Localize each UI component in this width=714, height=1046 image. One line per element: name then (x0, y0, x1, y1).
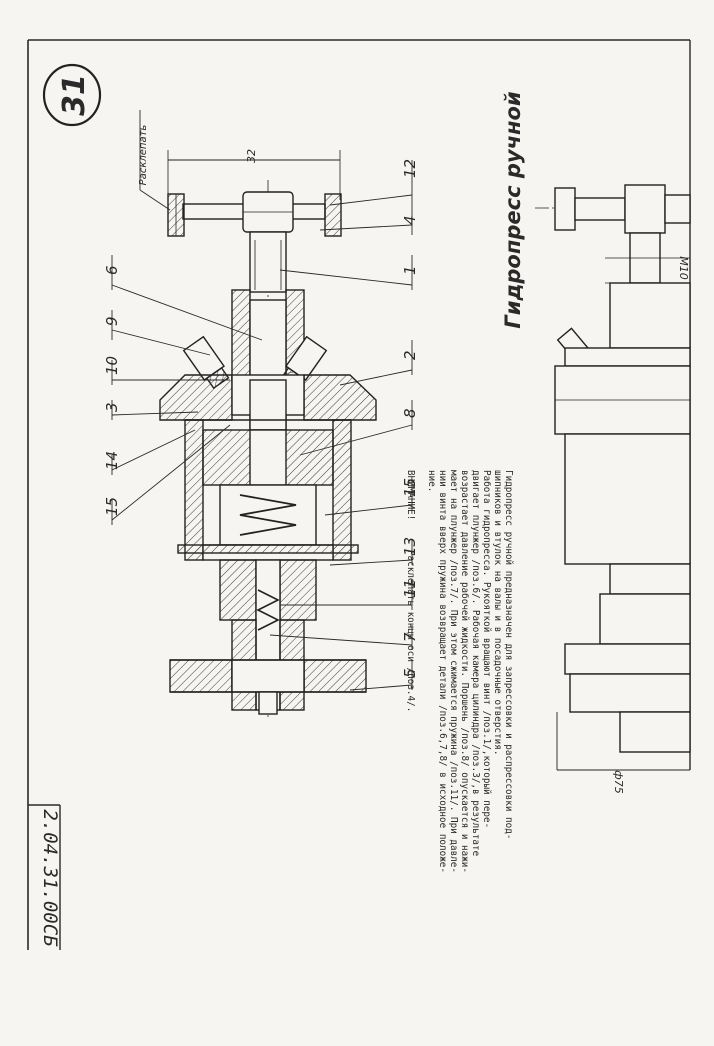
part-label: 12 (401, 159, 419, 178)
dimension-detail-thread: М10 (677, 256, 690, 280)
warning-label: ВНИМАНИЕ! (405, 470, 416, 520)
part-label: 3 (103, 402, 121, 412)
sheet-number-stamp: 31 (42, 63, 102, 127)
part-label: 9 (103, 316, 121, 326)
description-line: Гидропресс ручной предназначен для запре… (503, 470, 514, 839)
sheet-number: 31 (57, 74, 92, 116)
part-label: 6 (103, 265, 121, 275)
dimension-detail-diameter: ф75 (612, 770, 625, 793)
description-line: возрастает давление рабочей жидкости. По… (459, 470, 470, 873)
part-label: 5 (401, 668, 419, 678)
part-label: 10 (103, 356, 121, 375)
part-labels: 12 4 1 6 9 10 2 3 8 15 14 15 13 11 7 5 (103, 159, 419, 678)
part-label: 7 (401, 632, 419, 642)
part-label: 13 (401, 537, 419, 556)
description-block: Гидропресс ручной предназначен для запре… (405, 470, 514, 873)
press-cross-section (159, 150, 377, 720)
leader-lines (111, 160, 413, 691)
description-line: нии винта вверх пружина возвращает детал… (437, 470, 448, 873)
part-label: 15 (401, 478, 419, 497)
part-label: 8 (401, 408, 419, 418)
dimension-handle-span: 32 (245, 149, 258, 163)
description-line: двигает плунжер /поз.6/. Рабочая камера … (470, 470, 481, 857)
drawing-title: Гидропресс ручной (501, 91, 525, 329)
warning-text: Расклепать концы оси /поз.4/. (405, 550, 416, 712)
drawing-code: 2.04.31.00СБ (39, 809, 61, 947)
description-line: мает на плунжер /поз.7/. При этом сжимае… (448, 470, 459, 873)
part-label: 1 (401, 265, 419, 275)
part-label: 11 (401, 579, 419, 598)
part-label: 15 (103, 497, 121, 516)
rivet-note: Расклепать (138, 125, 149, 186)
part-label: 4 (401, 215, 419, 225)
description-line: шипников и втулок на валы и в посадочные… (492, 470, 503, 755)
part-label: 2 (401, 350, 419, 360)
detail-view (535, 184, 691, 771)
description-line: ние. (426, 470, 437, 492)
description-line: Работа гидропресса. Рукояткой вращают ви… (481, 470, 492, 828)
part-label: 14 (103, 451, 121, 470)
